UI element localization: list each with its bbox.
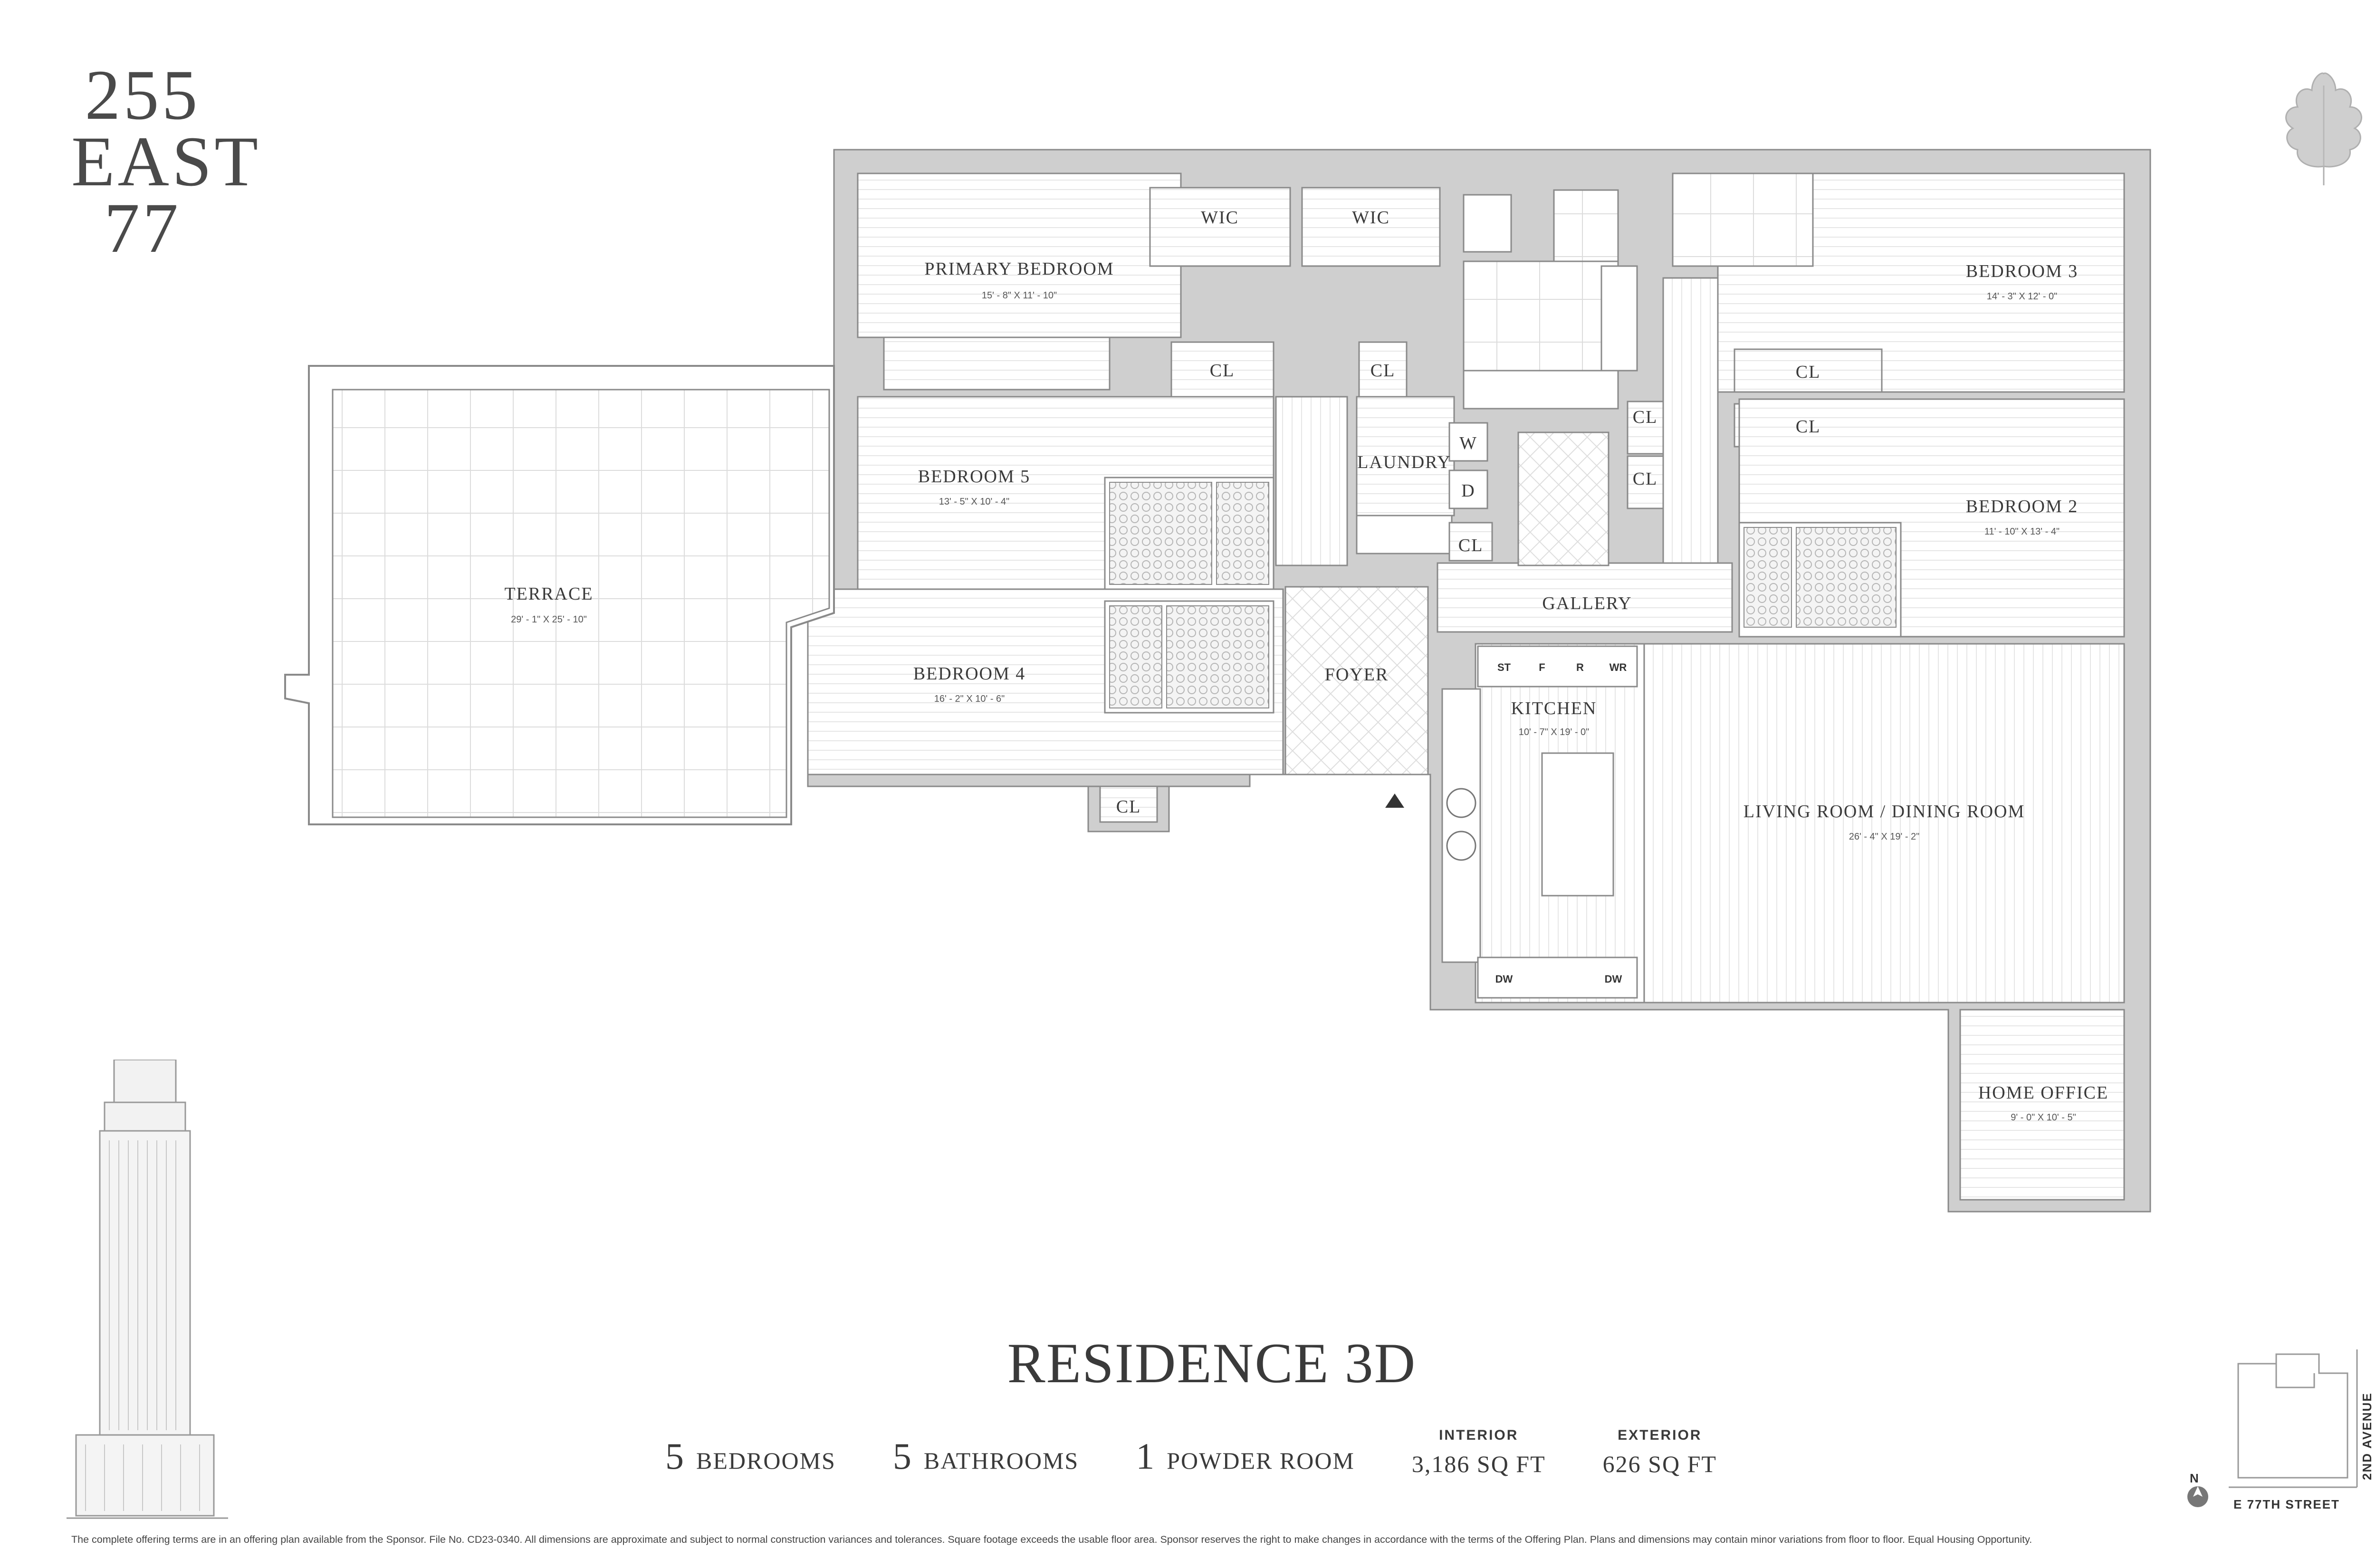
closet-label: CL <box>1458 535 1484 555</box>
bedroom5-label: BEDROOM 5 <box>918 467 1031 487</box>
living-dining-dims: 26' - 4" X 19' - 2" <box>1849 832 1920 842</box>
freezer-label: F <box>1539 661 1545 673</box>
bedroom3-dims: 14' - 3" X 12' - 0" <box>1987 291 2058 302</box>
bedrooms-count: 5 <box>665 1435 684 1477</box>
wic-2-label: WIC <box>1352 208 1390 228</box>
interior-value: 3,186 SQ FT <box>1411 1451 1546 1477</box>
powder-room-count: 1 <box>1136 1435 1155 1477</box>
bedroom2-dims: 11' - 10" X 13' - 4" <box>1984 526 2060 537</box>
north-compass-icon <box>2187 1486 2208 1507</box>
powder-room-label: POWDER ROOM <box>1167 1447 1355 1474</box>
wic-1-area <box>1149 187 1291 267</box>
bedroom2-label: BEDROOM 2 <box>1966 497 2079 516</box>
interior-caption: INTERIOR <box>1439 1427 1519 1443</box>
key-plan: N E 77TH STREET 2ND AVENUE <box>2187 1349 2374 1511</box>
closet-label: CL <box>1796 417 1821 437</box>
home-office-area <box>1959 1009 2125 1201</box>
street-label-e77: E 77TH STREET <box>2233 1497 2340 1511</box>
primary-bedroom-label: PRIMARY BEDROOM <box>924 259 1114 279</box>
exterior-value: 626 SQ FT <box>1602 1451 1717 1477</box>
interior-area-stat: INTERIOR 3,186 SQ FT <box>1412 1427 1546 1478</box>
dishwasher-label: DW <box>1495 973 1513 985</box>
bedrooms-stat: 5 BEDROOMS <box>665 1435 836 1478</box>
wic-2-area <box>1301 187 1441 267</box>
residence-stats: 5 BEDROOMS 5 BATHROOMS 1 POWDER ROOM INT… <box>665 1406 1717 1478</box>
oak-leaf-icon <box>2285 72 2362 185</box>
bedroom3-label: BEDROOM 3 <box>1966 261 2079 281</box>
terrace-area <box>284 365 835 825</box>
closet-label: CL <box>1370 361 1396 381</box>
primary-bedroom-dims: 15' - 8" X 11' - 10" <box>982 290 1057 301</box>
closet-label: CL <box>1116 797 1141 817</box>
wine-refrigerator-label: WR <box>1610 661 1627 673</box>
bathrooms-label: BATHROOMS <box>923 1447 1079 1474</box>
bedroom4-label: BEDROOM 4 <box>913 664 1026 684</box>
home-office-label: HOME OFFICE <box>1978 1083 2108 1103</box>
powder-room-stat: 1 POWDER ROOM <box>1136 1435 1355 1478</box>
foyer-label: FOYER <box>1325 665 1389 685</box>
key-plan-footprint <box>2237 1353 2348 1479</box>
kitchen-label: KITCHEN <box>1511 698 1597 718</box>
closet-label: CL <box>1210 361 1235 381</box>
entry-arrow-icon <box>1385 794 1404 808</box>
stove-label: ST <box>1497 661 1511 673</box>
gallery-area <box>1437 562 1733 633</box>
wic-1-label: WIC <box>1201 208 1239 228</box>
exterior-area-stat: EXTERIOR 626 SQ FT <box>1603 1427 1717 1478</box>
exterior-caption: EXTERIOR <box>1618 1427 1702 1443</box>
living-dining-label: LIVING ROOM / DINING ROOM <box>1744 802 2025 822</box>
bathrooms-count: 5 <box>892 1435 911 1477</box>
living-dining-area <box>1643 643 2125 1004</box>
bedroom4-dims: 16' - 2" X 10' - 6" <box>934 694 1005 704</box>
closet-label: CL <box>1796 362 1821 382</box>
dishwasher-label: DW <box>1605 973 1622 985</box>
bathrooms-stat: 5 BATHROOMS <box>893 1435 1079 1478</box>
refrigerator-label: R <box>1576 661 1584 673</box>
closet-label: CL <box>1633 469 1658 489</box>
home-office-dims: 9' - 0" X 10' - 5" <box>2011 1112 2076 1123</box>
closet-label: CL <box>1633 407 1658 427</box>
laundry-area <box>1356 396 1455 516</box>
kitchen-dims: 10' - 7" X 19' - 0" <box>1519 727 1590 737</box>
foyer-area <box>1284 586 1429 775</box>
laundry-label: LAUNDRY <box>1357 452 1451 472</box>
washer-label: W <box>1459 433 1477 453</box>
terrace-label: TERRACE <box>504 584 593 604</box>
primary-bedroom-area <box>857 172 1182 338</box>
terrace-dims: 29' - 1" X 25' - 10" <box>511 614 587 625</box>
building-elevation-icon <box>67 1060 228 1519</box>
residence-title: RESIDENCE 3D <box>1007 1331 1417 1395</box>
bedrooms-label: BEDROOMS <box>696 1447 836 1474</box>
dryer-label: D <box>1461 481 1475 501</box>
street-label-2nd-ave: 2ND AVENUE <box>2360 1392 2374 1480</box>
gallery-label: GALLERY <box>1542 593 1632 613</box>
brand-line-3: 77 <box>104 189 181 268</box>
brand-line-1: 255 <box>85 56 201 134</box>
north-label: N <box>2190 1471 2200 1485</box>
legal-disclaimer: The complete offering terms are in an of… <box>71 1534 2032 1545</box>
bedroom5-dims: 13' - 5" X 10' - 4" <box>939 497 1010 507</box>
